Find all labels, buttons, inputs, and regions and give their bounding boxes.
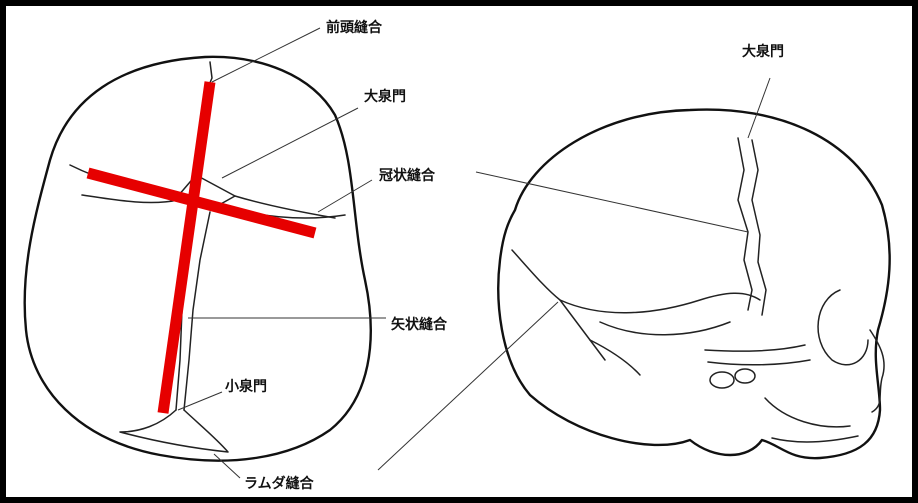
posterior-fontanelle-shape	[119, 409, 229, 453]
top-view-outline	[23, 55, 372, 462]
leader-frontal	[211, 27, 321, 83]
label-anterior-fontanelle-side: 大泉門	[742, 44, 784, 60]
side-view-skull	[377, 77, 891, 471]
side-face-profile	[869, 329, 885, 413]
label-coronal-suture: 冠状縫合	[379, 168, 435, 184]
side-orbit	[817, 289, 869, 366]
side-squamosal-suture	[559, 292, 761, 314]
coronal-suture-left-2	[81, 194, 179, 204]
side-coronal-suture	[737, 137, 753, 311]
side-temporal-outline	[589, 321, 731, 376]
drawing-panel	[6, 6, 912, 497]
leader-lambdoid	[213, 453, 241, 479]
side-view-cranium-outline	[497, 108, 891, 460]
red-marker-horizontal	[86, 167, 317, 239]
side-leader-lambdoid	[377, 301, 559, 471]
top-view-skull	[23, 27, 386, 479]
side-zygomatic-arch	[704, 344, 811, 366]
side-ear-opening	[709, 371, 735, 389]
label-sagittal-suture: 矢状縫合	[391, 317, 447, 333]
side-ear-opening-2	[734, 368, 756, 384]
label-posterior-fontanelle: 小泉門	[225, 379, 267, 395]
side-leader-coronal	[475, 171, 749, 233]
leader-anterior-fontanelle	[221, 107, 359, 179]
side-jaw	[764, 397, 859, 443]
side-leader-anterior-fontanelle	[747, 77, 771, 139]
label-frontal-suture: 前頭縫合	[326, 20, 382, 36]
label-anterior-fontanelle-top: 大泉門	[364, 89, 406, 105]
label-lambdoid-suture: ラムダ縫合	[244, 476, 314, 492]
leader-coronal	[317, 179, 373, 213]
red-marker-vertical	[157, 81, 216, 414]
sagittal-suture-line-2	[183, 211, 211, 411]
leader-posterior-fontanelle	[177, 391, 223, 411]
side-lambdoid-suture	[511, 249, 606, 361]
coronal-suture-right	[234, 195, 336, 219]
side-coronal-suture-2	[751, 139, 767, 316]
